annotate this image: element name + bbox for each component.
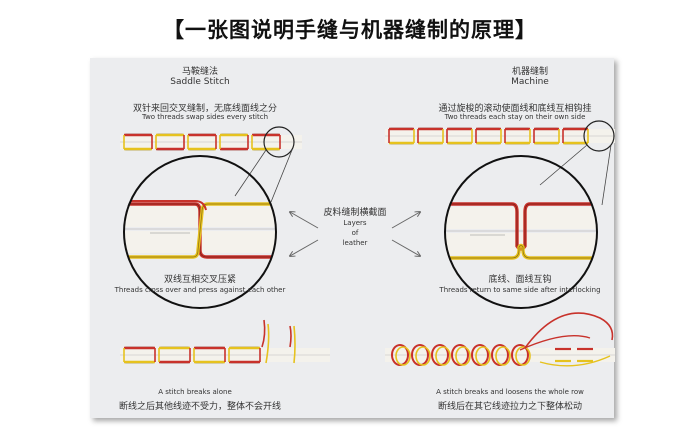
machine-break-zh: 断线后在其它线迹拉力之下整体松动 (437, 402, 582, 412)
page-title: 【一张图说明手缝与机器缝制的原理】 (163, 17, 537, 42)
loose-loop-yellow (475, 346, 491, 366)
machine-zoom-line-right (601, 144, 612, 206)
saddle-stitch-strip (120, 133, 302, 151)
cross-section-label-en-1: Layers (343, 219, 367, 227)
loose-loop-yellow (495, 346, 511, 366)
machine-desc-en: Two threads each stay on their own side (444, 113, 586, 121)
loose-loop-yellow (395, 346, 411, 366)
loose-thread (261, 319, 266, 348)
saddle-heading-en: Saddle Stitch (170, 77, 230, 87)
loose-thread (265, 323, 270, 364)
loose-loop-yellow (415, 346, 431, 366)
machine-heading-zh: 机器缝制 (511, 67, 548, 77)
cross-section-label-en-2: of (351, 229, 359, 237)
loose-loop-yellow (455, 346, 471, 366)
saddle-heading-zh: 马鞍缝法 (181, 67, 218, 77)
loose-thread (289, 325, 292, 348)
machine-stitch-strip (385, 127, 615, 145)
saddle-desc-zh: 双针来回交叉缝制，无底线面线之分 (132, 104, 277, 114)
machine-cross-section (444, 155, 598, 309)
cross-section-label-zh: 皮料缝制横截面 (323, 208, 387, 218)
machine-detail-en: Threads return to same side after interl… (439, 286, 601, 294)
saddle-break-en: A stitch breaks alone (158, 388, 232, 396)
machine-heading-en: Machine (511, 77, 549, 87)
saddle-detail-zh: 双线互相交叉压紧 (163, 275, 236, 285)
machine-zoom-line-left (539, 144, 588, 186)
cross-section-label-en-3: leather (342, 239, 368, 247)
machine-break-en: A stitch breaks and loosens the whole ro… (436, 388, 584, 396)
saddle-broken-strip (120, 319, 330, 364)
loose-loop-yellow (435, 346, 451, 366)
loose-loop-yellow (515, 346, 531, 366)
saddle-desc-en: Two threads swap sides every stitch (141, 113, 269, 121)
saddle-magnify-ring (263, 126, 295, 158)
saddle-detail-en: Threads cross over and press against eac… (114, 286, 286, 294)
machine-desc-zh: 通过旋梭的滚动使面线和底线互相钩挂 (438, 104, 592, 114)
center-arrows (290, 212, 420, 256)
loose-thread (293, 325, 296, 364)
saddle-break-zh: 断线之后其他线迹不受力，整体不会开线 (118, 402, 281, 412)
machine-detail-zh: 底线、面线互钩 (488, 275, 552, 285)
saddle-cross-section (123, 155, 277, 309)
machine-broken-strip (385, 312, 615, 367)
loose-thread (524, 312, 614, 349)
loose-thread (539, 355, 611, 367)
saddle-zoom-line-right (270, 149, 293, 203)
machine-magnify-ring (583, 120, 615, 152)
saddle-zoom-line-left (234, 149, 267, 197)
loose-thread (519, 335, 591, 351)
